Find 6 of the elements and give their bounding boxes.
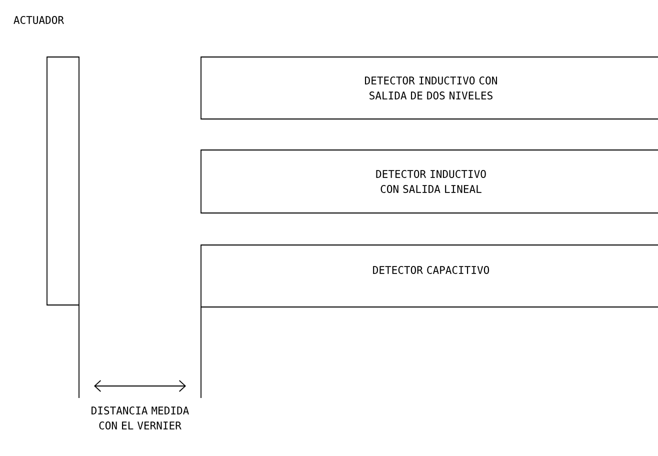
actuator-box: ACTUADOR	[14, 16, 80, 306]
detector-box: DETECTOR INDUCTIVO CON SALIDA LINEAL	[200, 150, 658, 214]
measurement-label: DISTANCIA MEDIDA CON EL VERNIER	[92, 406, 189, 430]
detector-box: DETECTOR CAPACITIVO	[200, 244, 658, 308]
node-label: ACTUADOR	[14, 16, 64, 24]
detector-box: DETECTOR INDUCTIVO CON SALIDA DE DOS NIVELES	[200, 56, 658, 120]
